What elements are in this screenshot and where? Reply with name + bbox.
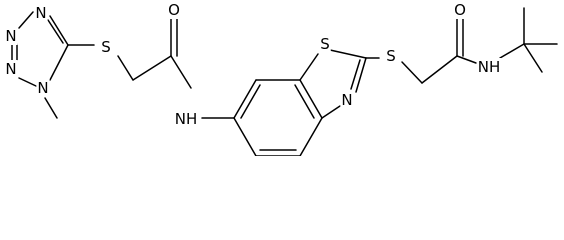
- bond-thiazole-s2-c2: [329, 49, 367, 59]
- atom-label-background: [36, 79, 50, 97]
- atom-label-background: [476, 58, 502, 76]
- atom-o2: O: [454, 1, 466, 19]
- chemical-structure: N N N N S O NH S N S O NH: [4, 1, 558, 156]
- atom-nh2: NH: [478, 58, 501, 76]
- bond-s1-ch2: [117, 55, 134, 81]
- bond-co-nh1: [170, 55, 192, 89]
- bond-n-methyl: [44, 97, 58, 119]
- bond-s3-ch2: [401, 61, 423, 84]
- bond-thiazole-c7a-s2: [299, 53, 319, 81]
- bond-benz-c6-c7-inner: [240, 84, 261, 119]
- atom-nh1: NH: [175, 110, 198, 128]
- bond-benz-c6-c7: [233, 79, 257, 119]
- bond-benz-c3a-c4: [299, 117, 323, 156]
- bond-benz-c7a-c3a-inner: [294, 84, 315, 119]
- bond-ch2-co2: [421, 55, 458, 84]
- atom-label-background: [34, 4, 48, 22]
- bond-tetrazole-c5-n1: [49, 15, 69, 46]
- bond-thiazole-c2-n3-inner: [350, 59, 361, 90]
- atom-labels: N N N N S O NH S N S O NH: [4, 1, 502, 128]
- bond-tetrazole-n1-n2: [18, 11, 34, 29]
- bond-tbu-me3: [523, 43, 543, 73]
- atom-label-background: [100, 38, 112, 56]
- bonds: [11, 7, 558, 156]
- bond-ch2-co: [132, 55, 172, 81]
- bond-benz-c5-c6: [233, 117, 257, 156]
- bond-tetrazole-n4-c5: [49, 44, 69, 81]
- atom-s2: S: [320, 35, 330, 53]
- bond-nh2-cq: [499, 43, 525, 59]
- atom-n2: N: [5, 27, 16, 45]
- atom-label-background: [173, 110, 199, 128]
- atom-n5: N: [341, 91, 352, 109]
- atom-label-background: [4, 60, 18, 78]
- bond-benz-c7a-c3a: [299, 79, 323, 119]
- atom-n1: N: [35, 4, 46, 22]
- atom-s3: S: [386, 47, 396, 65]
- bond-co2-nh2: [456, 55, 477, 64]
- bond-tetrazole-c5-n1-inner: [47, 19, 64, 44]
- bond-thiazole-n3-c3a: [321, 105, 341, 119]
- atom-label-background: [340, 91, 354, 109]
- atom-label-background: [453, 1, 467, 19]
- atom-o1: O: [168, 1, 180, 19]
- atom-label-background: [319, 35, 331, 53]
- atom-label-background: [4, 27, 18, 45]
- atom-n4: N: [37, 79, 48, 97]
- atom-s1: S: [101, 38, 111, 56]
- bond-tetrazole-n3-n4: [18, 77, 37, 87]
- bond-thiazole-c2-n3: [355, 57, 367, 93]
- atom-n3: N: [5, 60, 16, 78]
- atom-label-background: [167, 1, 181, 19]
- atom-label-background: [385, 47, 397, 65]
